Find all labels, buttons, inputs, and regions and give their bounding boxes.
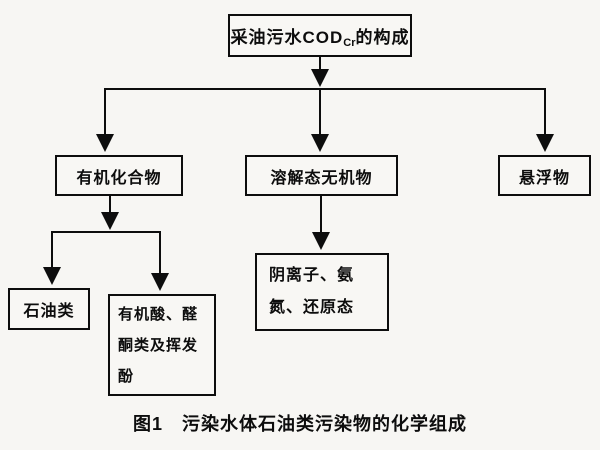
node-anions-ammonia: 阴离子、氨 氮、还原态 [255, 253, 389, 331]
node-petroleum: 石油类 [8, 288, 90, 330]
root-label-subscript: Cr [343, 37, 356, 49]
node-organic-acids-phenols: 有机酸、醛 酮类及挥发 酚 [108, 294, 216, 396]
node-dissolved-inorganic: 溶解态无机物 [245, 155, 398, 196]
root-label-tail: 的构成 [355, 28, 410, 47]
root-label-main: 采油污水COD [230, 28, 344, 47]
node-suspended-solids: 悬浮物 [498, 155, 591, 196]
node-organic-compounds: 有机化合物 [55, 155, 183, 196]
figure-caption: 图1 污染水体石油类污染物的化学组成 [132, 414, 467, 434]
